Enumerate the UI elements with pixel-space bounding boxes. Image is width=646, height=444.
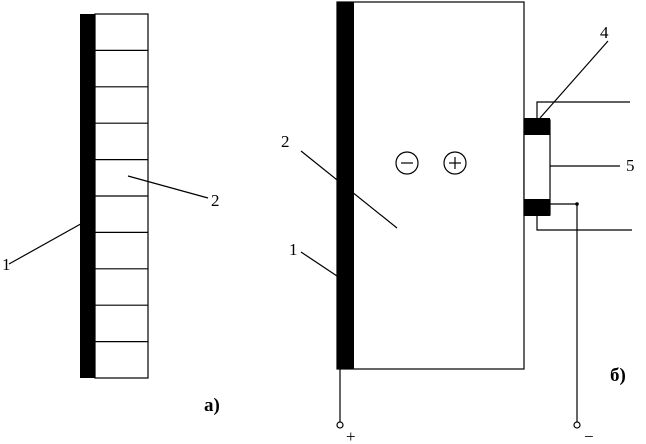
- diagram-a-label-2: 2: [211, 191, 220, 210]
- diagram-b: + − 2 1 4 5 б): [281, 1, 635, 444]
- diagram-a: 1 2 а): [2, 13, 220, 416]
- diagram-b-label-2: 2: [281, 132, 290, 151]
- diagram-a-label-1: 1: [2, 255, 11, 274]
- negative-charge-symbol: [395, 151, 419, 175]
- diagram-a-leader-1: [8, 220, 87, 265]
- diagram-b-label-1: 1: [289, 240, 298, 259]
- diagram-b-electrode-bar: [337, 2, 354, 369]
- positive-charge-symbol: [443, 151, 467, 175]
- diagram-a-caption: а): [204, 395, 220, 416]
- diagram-a-dividers: [95, 49, 148, 343]
- diagram-b-label-4: 4: [600, 23, 609, 42]
- diagram-a-leader-2: [127, 175, 209, 199]
- positive-terminal: [336, 421, 344, 429]
- bottom-lead-wire: [536, 216, 632, 231]
- positive-terminal-label: +: [346, 427, 356, 444]
- diagram-b-leader-2: [300, 150, 398, 229]
- negative-terminal-label: −: [584, 427, 594, 444]
- contact-bottom: [524, 199, 550, 216]
- top-lead-wire: [536, 101, 630, 118]
- diagram-b-leader-4: [539, 40, 609, 119]
- contact-4-top: [524, 118, 550, 135]
- diagram-b-body: [336, 1, 525, 370]
- diagram-b-label-5: 5: [626, 156, 635, 175]
- diagram-a-electrode-bar: [80, 14, 95, 378]
- diagram-b-caption: б): [610, 365, 626, 386]
- negative-terminal: [573, 421, 581, 429]
- negative-lead-wire: [550, 203, 578, 423]
- diagram-b-leader-1: [300, 251, 344, 281]
- negative-lead-node: [575, 202, 579, 206]
